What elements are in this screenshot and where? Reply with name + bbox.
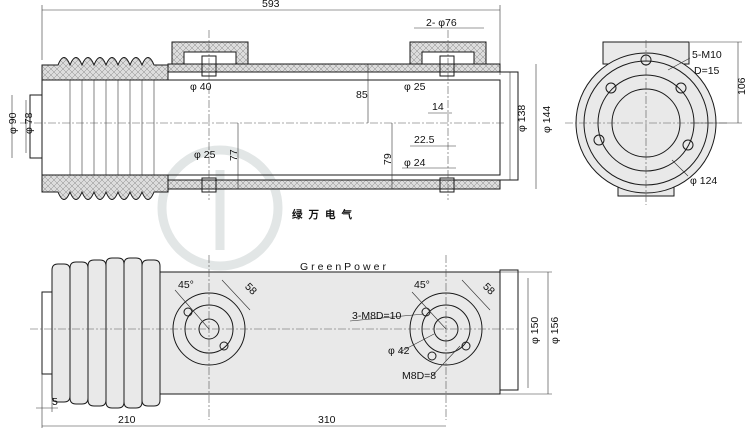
- watermark: 绿万电气 GreenPower: [157, 145, 389, 273]
- dim-45-right: 45°: [414, 279, 430, 291]
- dim-79: 79: [382, 153, 394, 165]
- tube-wall-bottom: [167, 179, 501, 190]
- dim-dia25-bottom: φ 25: [194, 149, 216, 161]
- bolt-hole-icon: [675, 82, 687, 94]
- dim-dia42: φ 42: [388, 345, 410, 357]
- end-cap: [29, 94, 43, 159]
- dim-106: 106: [736, 77, 748, 95]
- section-view: 593 2- φ76 φ 40 φ 25 85: [7, 0, 553, 200]
- end-view: 5-M10 D=15 106 φ 124: [565, 40, 748, 205]
- dim-310: 310: [318, 414, 336, 426]
- bolt-hole-icon: [605, 82, 617, 94]
- dim-dia150: φ 150: [529, 317, 541, 344]
- dim-dia138: φ 138: [516, 105, 528, 132]
- dim-14: 14: [432, 101, 444, 113]
- dim-77: 77: [228, 149, 240, 161]
- plan-view: 45° 58 45° 58 3-M8D=10 φ 42 M8D=8 φ 150 …: [30, 255, 561, 428]
- bolt-holes: [593, 54, 694, 151]
- dim-dia90: φ 90: [7, 112, 19, 134]
- dim-dia40: φ 40: [190, 81, 212, 93]
- tube-wall-top: [167, 63, 501, 73]
- bolt-hole-icon: [427, 351, 437, 361]
- dim-210: 210: [118, 414, 136, 426]
- bolt-hole-icon: [593, 134, 605, 146]
- bolt-hole-icon: [640, 54, 652, 66]
- flange-right: [409, 41, 487, 65]
- inner-bore: [41, 79, 501, 176]
- bolt-hole-icon: [461, 341, 471, 351]
- watermark-logo-icon: [157, 145, 283, 271]
- dim-2-dia76: 2- φ76: [426, 17, 457, 29]
- dim-5-m10: 5-M10: [692, 49, 722, 61]
- dim-3-m8d10: 3-M8D=10: [352, 310, 401, 322]
- bolt-hole-icon: [682, 139, 694, 151]
- dim-dia156: φ 156: [549, 317, 561, 344]
- dim-dia25-top: φ 25: [404, 81, 426, 93]
- dim-45-left: 45°: [178, 279, 194, 291]
- bellows-plan: [41, 257, 161, 409]
- dim-d15: D=15: [694, 65, 720, 77]
- dim-5: 5: [52, 396, 58, 408]
- dim-dia24: φ 24: [404, 157, 426, 169]
- dim-overall-length: 593: [262, 0, 280, 10]
- bolt-hole-icon: [219, 341, 229, 351]
- dim-85: 85: [356, 89, 368, 101]
- bellows-section-top: [41, 57, 169, 81]
- dim-m8d8: M8D=8: [402, 370, 436, 382]
- watermark-en: GreenPower: [300, 261, 389, 273]
- watermark-cn: 绿万电气: [292, 208, 358, 221]
- dim-dia144: φ 144: [541, 106, 553, 133]
- flange-left: [171, 41, 249, 65]
- dim-dia78: φ 78: [23, 112, 35, 134]
- dim-dia124: φ 124: [690, 175, 717, 187]
- bolt-hole-icon: [183, 307, 193, 317]
- bellows-section-bottom: [41, 174, 169, 200]
- dim-22-5: 22.5: [414, 134, 435, 146]
